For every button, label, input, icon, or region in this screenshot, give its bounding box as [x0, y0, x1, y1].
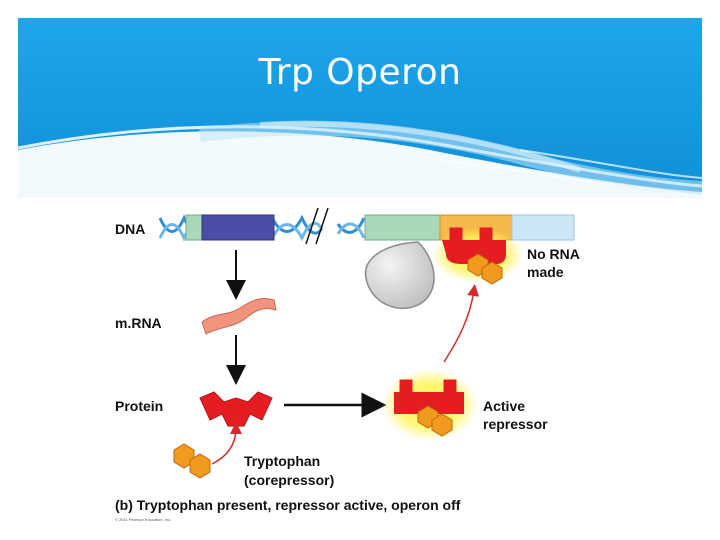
header-background	[17, 18, 703, 198]
mrna-strand	[201, 297, 277, 335]
trpR-gene	[201, 214, 275, 241]
slide-title: Trp Operon	[258, 52, 462, 93]
promoter-segment	[364, 214, 441, 241]
arrow-tryptophan-to-protein	[211, 422, 242, 465]
trp-genes-segment	[511, 214, 575, 241]
dna-break-slash	[315, 207, 329, 245]
active-repressor-label-line2: repressor	[483, 416, 548, 432]
free-tryptophan-icon	[189, 453, 211, 479]
dna-segment-green-left	[185, 214, 203, 241]
active-tryptophan-icon	[431, 413, 453, 437]
figure-caption: (b) Tryptophan present, repressor active…	[115, 497, 461, 513]
no-rna-label-line1: No RNA	[527, 246, 580, 262]
tryptophan-label-line2: (corepressor)	[244, 472, 334, 488]
dna-helix-middle	[270, 214, 366, 242]
active-repressor	[394, 392, 464, 414]
arrow-active-to-operator	[443, 284, 480, 363]
active-repressor-label-line1: Active	[483, 398, 525, 414]
tryptophan-label-line1: Tryptophan	[244, 453, 320, 469]
protein-label: Protein	[115, 398, 163, 414]
inactive-repressor	[199, 391, 273, 427]
no-rna-label-line2: made	[527, 264, 564, 280]
dna-break-slash	[305, 207, 319, 245]
copyright-text: © 2011 Pearson Education, Inc.	[115, 517, 171, 522]
mrna-label: m.RNA	[115, 315, 162, 331]
bound-repressor	[442, 240, 506, 264]
dna-label: DNA	[115, 221, 145, 237]
rna-polymerase	[364, 241, 435, 310]
bound-tryptophan-icon	[481, 261, 503, 285]
